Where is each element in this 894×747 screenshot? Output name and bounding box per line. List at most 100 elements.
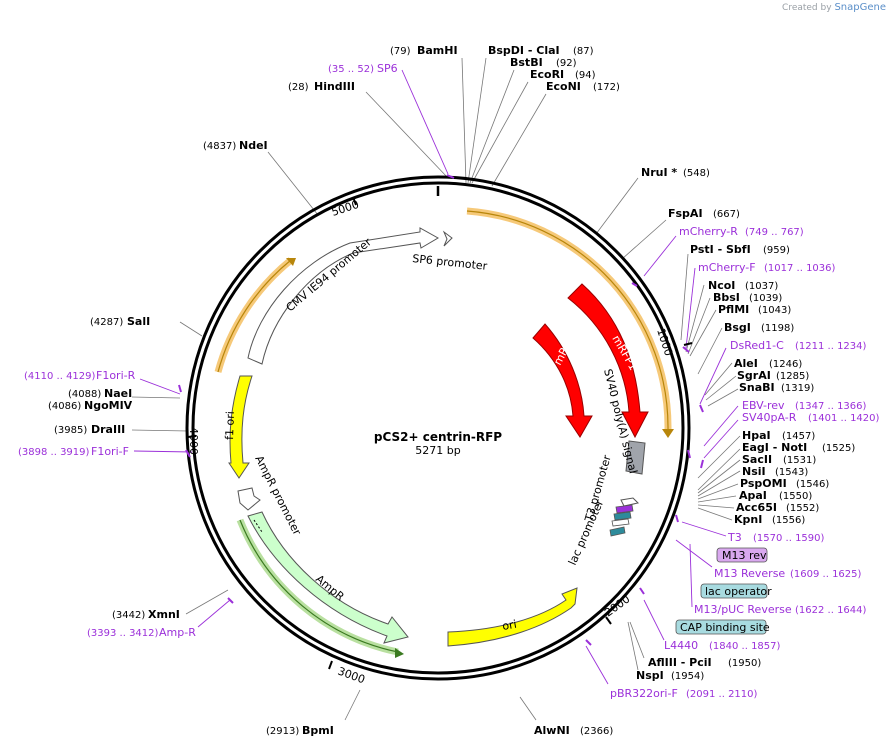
site-pos: (1319) (781, 383, 814, 394)
primer-name: M13 Reverse (714, 567, 785, 580)
watermark: Created by SnapGene (782, 2, 886, 13)
site-name: AflIII - PciI (648, 656, 712, 669)
site-name: NspI (636, 669, 664, 682)
site-name: HindIII (314, 80, 355, 93)
site-pos: (1543) (775, 467, 808, 478)
site-name: HpaI (742, 429, 771, 442)
primer-name: F1ori-R (96, 369, 136, 382)
tick-label-5000: 5000 (330, 198, 361, 219)
site-pos: (3442) (112, 610, 145, 621)
primer-range: (1401 .. 1420) (808, 413, 880, 424)
site-name: EcoNI (546, 80, 581, 93)
site-pos: (1285) (776, 371, 809, 382)
site-pos: (4287) (90, 317, 123, 328)
ticks (187, 196, 693, 670)
plasmid-length: 5271 bp (415, 444, 460, 457)
site-pos: (1531) (783, 455, 816, 466)
primer-name: SP6 (377, 62, 398, 75)
site-pos: (1550) (779, 491, 812, 502)
site-name: BbsI (713, 291, 740, 304)
primer-range: (1840 .. 1857) (709, 641, 781, 652)
site-pos: (1552) (786, 503, 819, 514)
site-name: AleI (734, 357, 758, 370)
site-name: EagI - NotI (742, 441, 807, 454)
site-name: BamHI (417, 44, 458, 57)
primer-connectors (133, 69, 739, 685)
site-name: BpmI (302, 724, 334, 737)
site-pos: (172) (593, 82, 620, 93)
site-pos: (4837) (203, 141, 236, 152)
feature-ori: ori (501, 618, 517, 633)
primer-range: (35 .. 52) (328, 64, 374, 75)
primer-range: (749 .. 767) (745, 227, 804, 238)
site-pos: (1950) (728, 658, 761, 669)
site-name: PflMI (718, 303, 749, 316)
site-pos: (79) (390, 46, 411, 57)
site-pos: (959) (763, 245, 790, 256)
primer-range: (1622 .. 1644) (795, 605, 867, 616)
primer-range: (1570 .. 1590) (753, 533, 825, 544)
primer-name: L4440 (664, 639, 698, 652)
watermark-prefix: Created by (782, 3, 832, 13)
primer-name: Amp-R (159, 626, 196, 639)
primer-name: M13/pUC Reverse (694, 603, 792, 616)
site-name: BstBI (510, 56, 543, 69)
primer-range: (1211 .. 1234) (795, 341, 867, 352)
plasmid-name: pCS2+ centrin-RFP (374, 430, 502, 444)
primer-name: pBR322ori-F (610, 687, 678, 700)
site-name: PspOMI (740, 477, 787, 490)
site-name: ApaI (739, 489, 767, 502)
feature-lac-operator-box: lac operator (705, 585, 772, 598)
site-name: NaeI (104, 387, 132, 400)
site-pos: (1546) (796, 479, 829, 490)
primer-name: T3 (727, 531, 742, 544)
site-name: FspAI (668, 207, 703, 220)
site-name: NdeI (239, 139, 268, 152)
site-pos: (1954) (671, 671, 704, 682)
site-pos: (87) (573, 46, 594, 57)
primer-name: F1ori-F (91, 445, 129, 458)
site-pos: (4086) (48, 401, 81, 412)
site-name: SnaBI (739, 381, 775, 394)
site-name: EcoRI (530, 68, 564, 81)
site-name: SalI (127, 315, 150, 328)
feature-cmv-promoter: CMV IE94 promoter (284, 235, 375, 314)
site-name: BsgI (724, 321, 751, 334)
primer-name: EBV-rev (742, 399, 785, 412)
feature-cap-binding-box: CAP binding site (680, 621, 770, 634)
feature-f1-ori: f1 ori (223, 411, 237, 440)
site-pos: (1037) (745, 281, 778, 292)
site-name: NruI * (641, 166, 677, 179)
site-pos: (2913) (266, 726, 299, 737)
site-name: AlwNI (534, 724, 570, 737)
site-name: BspDI - ClaI (488, 44, 560, 57)
primer-range: (3898 .. 3919) (18, 447, 90, 458)
primer-markers (178, 174, 704, 646)
site-pos: (1246) (769, 359, 802, 370)
primer-range: (1609 .. 1625) (790, 569, 862, 580)
feature-sp6-promoter: SP6 promoter (412, 252, 489, 273)
site-pos: (1525) (822, 443, 855, 454)
snapgene-logo: SnapGene (834, 2, 886, 13)
primer-name: DsRed1-C (730, 339, 784, 352)
site-pos: (667) (713, 209, 740, 220)
site-pos: (1043) (758, 305, 791, 316)
site-name: XmnI (148, 608, 180, 621)
primer-range: (4110 .. 4129) (24, 371, 96, 382)
site-pos: (4088) (68, 389, 101, 400)
primer-range: (3393 .. 3412) (87, 628, 159, 639)
primer-range: (2091 .. 2110) (686, 689, 758, 700)
site-pos: (1039) (749, 293, 782, 304)
feature-m13-rev-box: M13 rev (722, 549, 767, 562)
site-pos: (1198) (761, 323, 794, 334)
site-name: NsiI (742, 465, 766, 478)
primer-range: (1347 .. 1366) (795, 401, 867, 412)
tick-label-4000: 4000 (187, 427, 200, 455)
site-name: NcoI (708, 279, 735, 292)
site-connectors (131, 57, 741, 721)
site-name: PstI - SbfI (690, 243, 751, 256)
site-pos: (548) (683, 168, 710, 179)
site-pos: (3985) (54, 425, 87, 436)
site-name: DraIII (91, 423, 125, 436)
